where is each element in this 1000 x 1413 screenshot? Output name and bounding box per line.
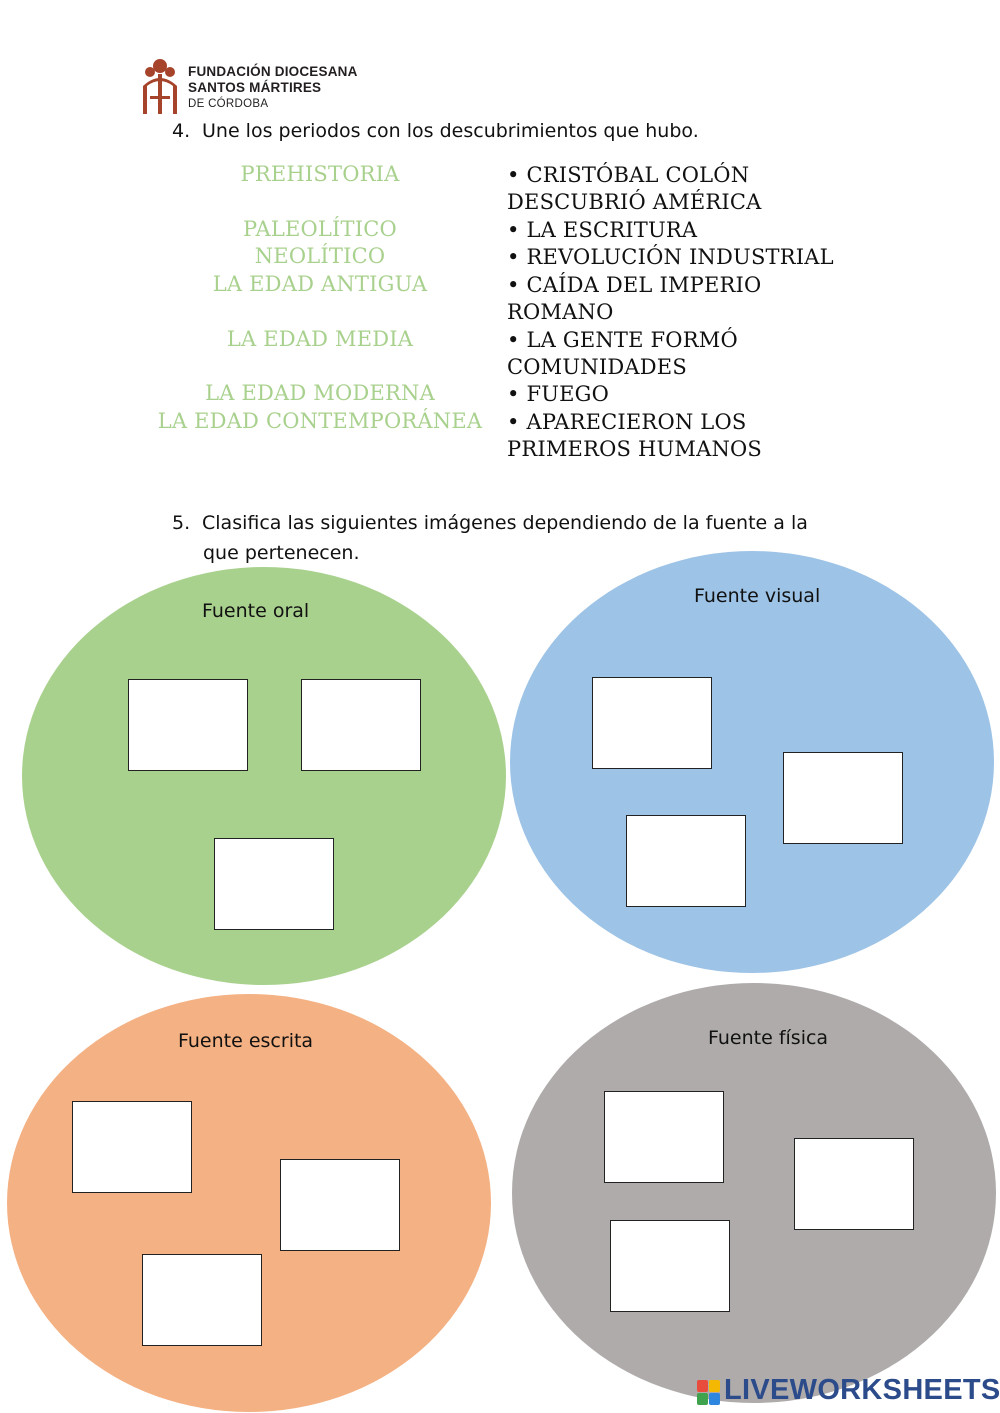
drop-box[interactable]: [214, 838, 334, 930]
liveworksheets-logo-icon: [697, 1380, 721, 1406]
drop-box[interactable]: [72, 1101, 192, 1193]
discovery-item[interactable]: • FUEGO: [507, 382, 610, 406]
question-4-text: Une los periodos con los descubrimientos…: [202, 120, 699, 142]
question-5: 5. Clasifica las siguientes imágenes depe…: [172, 508, 808, 568]
period-item[interactable]: PALEOLÍTICO: [243, 217, 397, 241]
drop-box[interactable]: [610, 1220, 730, 1312]
category-circle-fisica: [512, 983, 996, 1403]
drop-box[interactable]: [783, 752, 903, 844]
foundation-name: FUNDACIÓN DIOCESANA SANTOS MÁRTIRES DE C…: [188, 64, 358, 112]
drop-box[interactable]: [142, 1254, 262, 1346]
discovery-item[interactable]: • CRISTÓBAL COLÓN DESCUBRIÓ AMÉRICA: [507, 163, 762, 214]
category-circle-visual: [510, 551, 994, 973]
period-item[interactable]: LA EDAD MODERNA: [205, 381, 435, 405]
discovery-item[interactable]: • LA GENTE FORMÓ COMUNIDADES: [507, 328, 738, 379]
period-item[interactable]: LA EDAD CONTEMPORÁNEA: [157, 409, 483, 433]
foundation-name-line2: SANTOS MÁRTIRES: [188, 80, 322, 95]
drop-box[interactable]: [280, 1159, 400, 1251]
foundation-name-line1: FUNDACIÓN DIOCESANA: [188, 64, 358, 79]
drop-box[interactable]: [128, 679, 248, 771]
category-title-oral: Fuente oral: [202, 600, 310, 622]
question-5-line2: que pertenecen.: [203, 542, 360, 564]
question-4: 4. Une los periodos con los descubrimient…: [172, 120, 699, 142]
drop-box[interactable]: [592, 677, 712, 769]
period-item[interactable]: LA EDAD ANTIGUA: [212, 272, 428, 296]
discovery-item[interactable]: • APARECIERON LOS PRIMEROS HUMANOS: [507, 410, 763, 461]
foundation-logo-icon: [140, 56, 180, 114]
discovery-item[interactable]: • REVOLUCIÓN INDUSTRIAL: [507, 245, 834, 269]
question-5-number: 5.: [172, 512, 191, 534]
drop-box[interactable]: [604, 1091, 724, 1183]
discovery-item[interactable]: • CAÍDA DEL IMPERIO ROMANO: [507, 273, 762, 324]
category-circle-escrita: [7, 994, 491, 1412]
foundation-name-line3: DE CÓRDOBA: [188, 98, 269, 110]
category-title-escrita: Fuente escrita: [178, 1030, 314, 1052]
category-title-fisica: Fuente física: [708, 1027, 829, 1049]
discovery-item[interactable]: • LA ESCRITURA: [507, 218, 698, 242]
drop-box[interactable]: [301, 679, 421, 771]
question-4-number: 4.: [172, 120, 191, 142]
category-title-visual: Fuente visual: [694, 585, 821, 607]
drop-box[interactable]: [794, 1138, 914, 1230]
period-item[interactable]: NEOLÍTICO: [254, 244, 386, 268]
period-item[interactable]: PREHISTORIA: [240, 162, 400, 186]
question-5-line1: Clasifica las siguientes imágenes depend…: [202, 512, 808, 534]
liveworksheets-brand: LIVEWORKSHEETS: [724, 1374, 1000, 1406]
period-item[interactable]: LA EDAD MEDIA: [226, 327, 414, 351]
drop-box[interactable]: [626, 815, 746, 907]
